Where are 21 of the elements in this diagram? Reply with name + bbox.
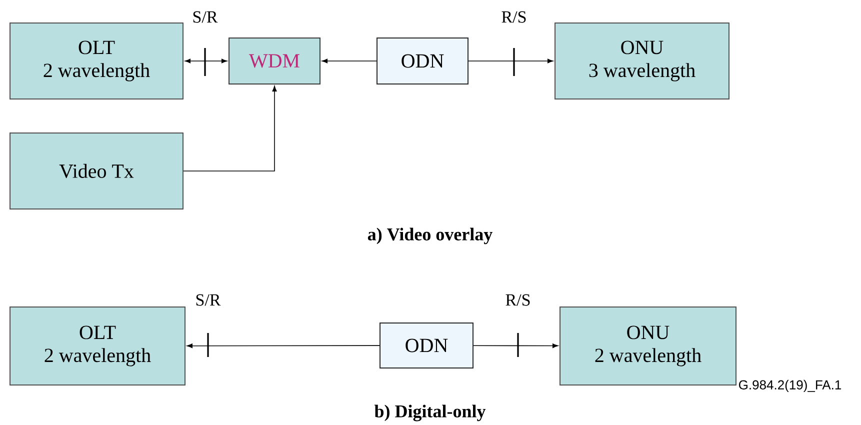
- reference-point-label: R/S: [502, 11, 526, 23]
- reference-point-label: S/R: [196, 294, 221, 306]
- unit-box: ONU 2 wavelength: [560, 306, 736, 386]
- arrow: [473, 344, 558, 348]
- wdm-box: WDM: [228, 38, 320, 84]
- unit-box: OLT 2 wavelength: [10, 22, 184, 100]
- subfigure-caption: a) Video overlay: [368, 228, 492, 244]
- odn-box: ODN: [376, 38, 468, 84]
- arrow: [183, 86, 277, 172]
- unit-box: ONU 3 wavelength: [554, 22, 730, 100]
- arrow: [184, 58, 228, 64]
- unit-box: Video Tx: [10, 132, 184, 210]
- subfigure-caption: b) Digital-only: [374, 404, 486, 422]
- arrow: [186, 344, 380, 348]
- arrow: [468, 58, 554, 64]
- odn-box: ODN: [380, 322, 474, 368]
- reference-point-label: S/R: [193, 11, 218, 23]
- arrow: [322, 58, 377, 64]
- unit-box: OLT 2 wavelength: [10, 306, 186, 386]
- figure-code: G.984.2(19)_FA.1: [739, 380, 842, 392]
- reference-point-label: R/S: [506, 294, 530, 306]
